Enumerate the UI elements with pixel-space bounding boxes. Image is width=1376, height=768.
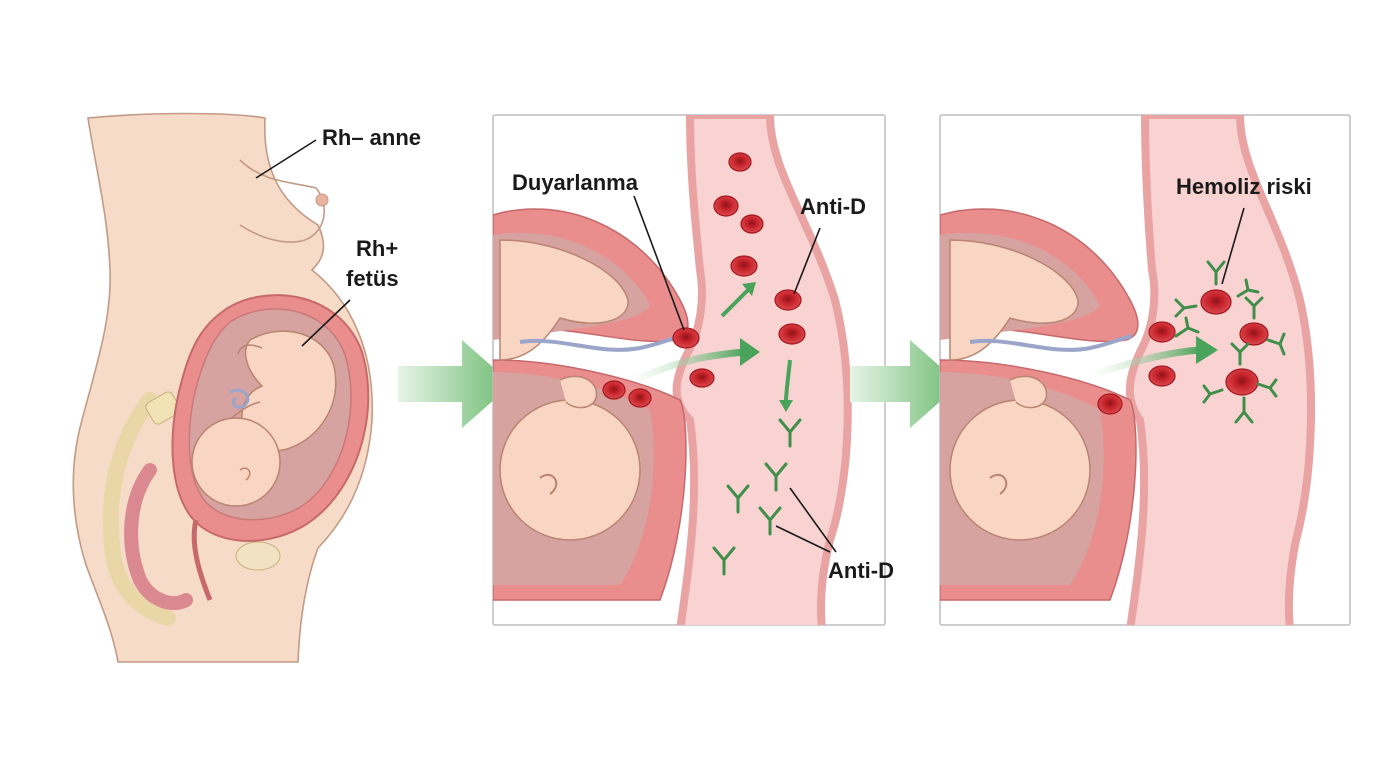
antibody [1244,296,1264,320]
rbc [1148,321,1176,343]
antibody [1202,384,1224,404]
rbc [689,368,715,388]
red-blood-cells [602,152,806,408]
rbc [1148,365,1176,387]
flow-arrow-down [784,359,792,403]
breast [239,159,325,243]
vertebra [145,391,181,425]
antibody [778,418,802,448]
fetus-torso [499,239,629,361]
label-sensitization: Duyarlanma [512,170,639,195]
label-antid-top: Anti-D [800,194,866,219]
red-blood-cells-3 [1097,289,1269,415]
bladder [235,541,281,571]
label-hemolysis: Hemoliz riski [1176,174,1312,199]
flow-arrow-transfer-head-3 [1196,336,1218,364]
rbc-hemolyzing [1200,289,1232,315]
rbc-hemolyzing [1225,368,1259,396]
flow-arrow-transfer-head [740,338,760,366]
birth-canal [191,519,213,601]
antid-top-leader [793,227,821,295]
fetus-ear-3 [989,473,1008,495]
label-antid-bottom: Anti-D [828,558,894,583]
fetus-ear-closeup [539,473,558,495]
fetus-leg [237,344,263,355]
flow-arrow-transfer [636,348,749,382]
fetus-body [241,330,337,452]
rbc [774,289,802,311]
fetus-arm [231,401,261,419]
flow-arrow-up [720,288,750,318]
rbc [778,323,806,345]
antid-bottom-leader-2 [775,525,831,553]
rbc [728,152,752,172]
antibody [758,506,782,536]
rbc-fetal [672,327,700,349]
rbc [602,380,626,400]
panel-mother: Rh– anne Rh+ fetüs [72,112,421,663]
rbc [713,195,739,217]
spine [102,392,176,626]
panel-sensitization: Duyarlanma Anti-D Anti-D [492,114,894,626]
fetus-ear [239,467,251,481]
panel-hemolysis: Hemoliz riski [939,114,1351,626]
umbilical-cord [229,388,250,409]
fetus-leader [301,299,351,347]
fetus [191,330,337,507]
flow-arrow-down-head [779,400,793,412]
nipple [315,193,329,207]
antibody [1174,316,1200,338]
label-mother: Rh– anne [322,125,421,150]
antibody [1256,378,1278,398]
rbc [730,255,758,277]
fetus-torso-3 [949,239,1079,361]
antibodies-3 [1174,260,1286,424]
label-fetus-rh: Rh+ [356,236,398,261]
antid-bottom-leader-1 [789,487,837,553]
antibodies [712,418,802,576]
antibody [1234,396,1254,424]
sensitization-leader [633,195,685,331]
flow-arrow-up-head [742,282,756,296]
rbc [740,214,764,234]
rbc [628,388,652,408]
antibody [1266,332,1286,356]
fetus-head-closeup [499,399,641,541]
rbc-hemolyzing [1239,322,1269,346]
mother-leader [255,139,317,179]
maternal-vessel [672,115,852,625]
umbilical-cord-3 [969,334,1133,352]
label-fetus-word: fetüs [346,266,399,291]
fetus-hand [559,375,598,409]
maternal-vessel-3 [1125,115,1316,625]
fetus-hand-3 [1009,375,1048,409]
antibody [712,546,736,576]
rbc [1097,393,1123,415]
antibody [726,484,750,514]
hemolysis-leader [1221,207,1245,285]
antibody [1230,342,1250,366]
flow-arrow-transfer-3 [1096,346,1204,376]
fetus-head-3 [949,399,1091,541]
progress-arrow-1 [398,340,512,428]
progress-arrow-2 [850,340,960,428]
fetus-head [191,417,281,507]
antibody [764,462,788,492]
antibody [1206,260,1226,286]
umbilical-cord-closeup [519,334,683,352]
rectum [124,463,193,611]
antibody [1236,278,1260,298]
antibody [1174,298,1198,318]
